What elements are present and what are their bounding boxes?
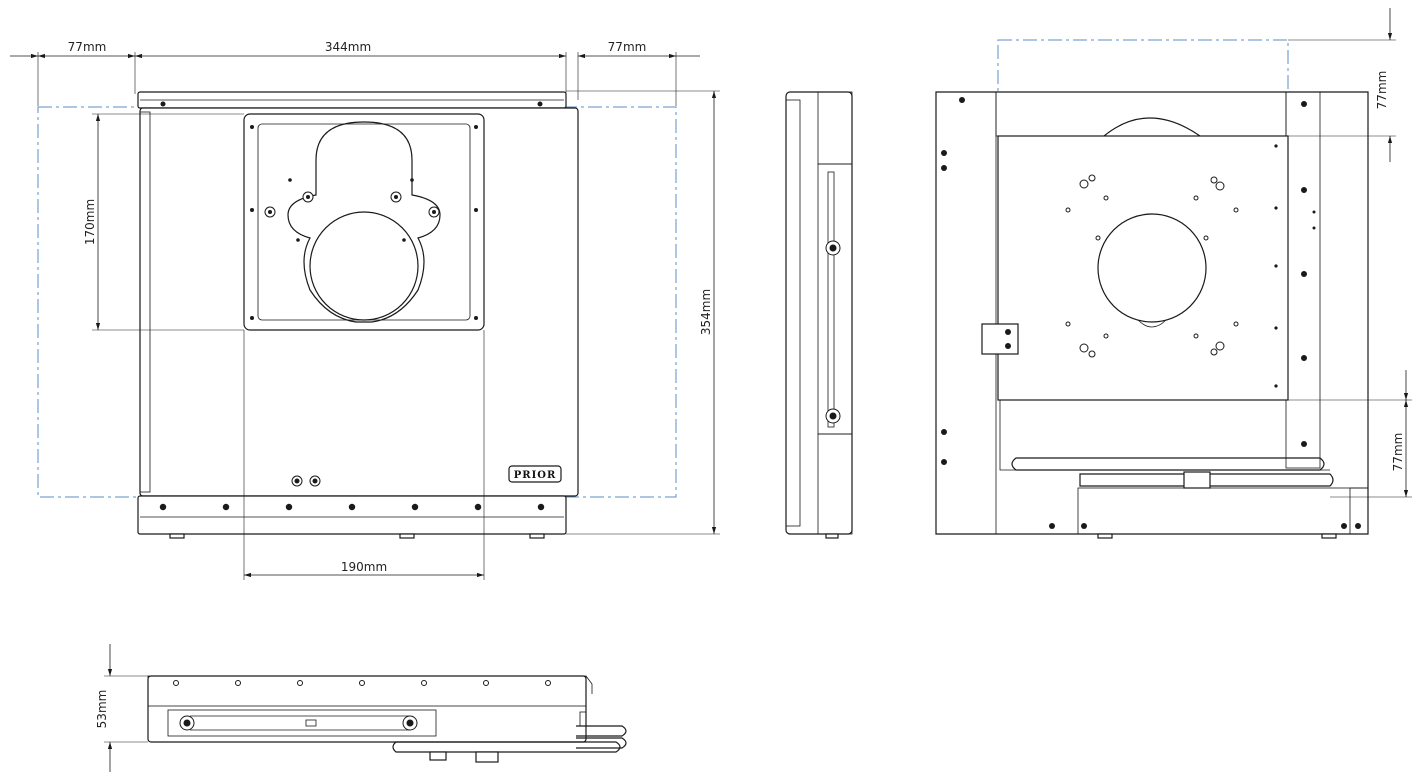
dim-front-height: 354mm: [699, 289, 713, 335]
bottom-view-top-holes: [173, 680, 551, 686]
top-dimensions: 77mm 77mm: [1288, 8, 1412, 498]
top-stage-plate: [997, 135, 1289, 401]
side-view: [785, 91, 853, 539]
front-insert-plate: [243, 113, 485, 331]
front-insert-cutout: [287, 121, 441, 323]
dim-front-clearance-left: 77mm: [68, 40, 107, 54]
brand-label: PRIOR: [514, 470, 557, 481]
dim-bottom-view-height: 53mm: [95, 690, 109, 729]
front-rail-bolts: [159, 503, 545, 511]
front-bottom-rail: [137, 495, 567, 535]
dim-front-clearance-right: 77mm: [608, 40, 647, 54]
dim-top-clearance: 77mm: [1375, 71, 1389, 110]
dim-front-width: 344mm: [325, 40, 371, 54]
dim-front-insert-width: 190mm: [341, 560, 387, 574]
dim-front-insert-height: 170mm: [83, 199, 97, 245]
front-view: PRIOR: [37, 91, 677, 539]
bottom-view: [147, 675, 627, 763]
dim-bottom-clearance: 77mm: [1391, 433, 1405, 472]
brand-badge: [508, 465, 562, 483]
top-view: [935, 39, 1369, 539]
bottom-dimensions: 53mm: [95, 644, 148, 772]
front-dimensions: 77mm 344mm 77mm 170mm 354mm 190mm: [10, 40, 720, 580]
top-stage-aperture: [1097, 213, 1207, 323]
